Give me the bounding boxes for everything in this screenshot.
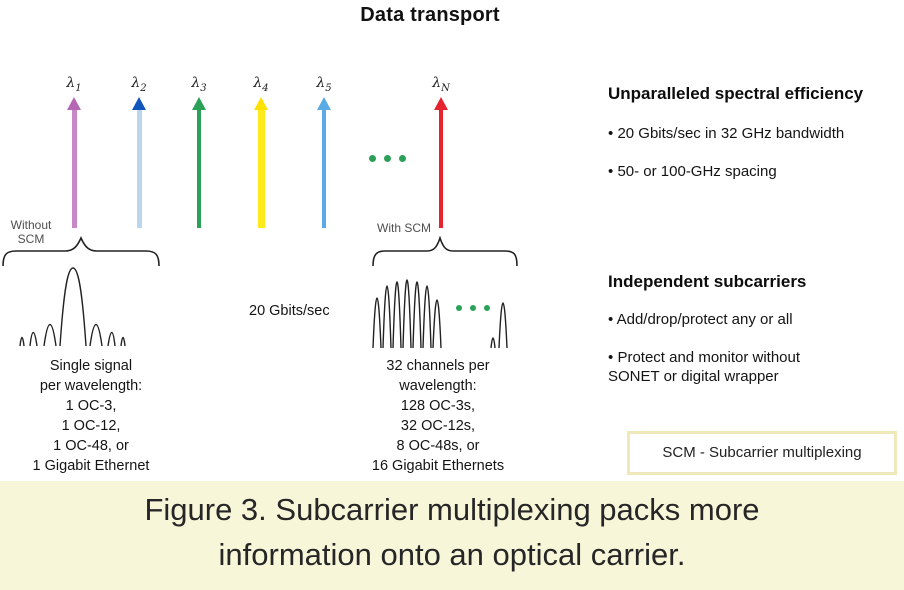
bullet-item: • 50- or 100-GHz spacing	[608, 163, 777, 180]
lambda-1-label: λ1	[66, 75, 82, 94]
wavelength-arrow-3: λ3	[186, 74, 212, 228]
scm-legend-text: SCM - Subcarrier multiplexing	[662, 444, 862, 461]
lambda-4-label: λ4	[253, 75, 269, 94]
lambda-n-label: λN	[432, 75, 450, 94]
up-arrow-icon	[311, 97, 337, 228]
without-scm-label: Without SCM	[10, 218, 52, 246]
spectral-efficiency-section: Unparalleled spectral efficiency • 20 Gb…	[608, 84, 904, 181]
scm-legend-box: SCM - Subcarrier multiplexing	[627, 431, 897, 475]
figure-title: Data transport	[360, 4, 500, 26]
bullet-item: • Protect and monitor without	[608, 349, 801, 366]
wavelength-arrow-2: λ2	[126, 74, 152, 228]
wavelength-arrow-4: λ4	[248, 74, 274, 228]
single-signal-description: Single signal per wavelength: 1 OC-3, 1 …	[32, 358, 150, 474]
left-brace-icon	[2, 236, 160, 267]
independent-subcarriers-section: Independent subcarriers • Add/drop/prote…	[608, 272, 904, 386]
subcarrier-ellipsis	[369, 155, 406, 162]
independent-subcarriers-heading: Independent subcarriers	[608, 272, 807, 291]
bullet-item: • 20 Gbits/sec in 32 GHz bandwidth	[608, 125, 845, 142]
bullet-item-continuation: SONET or digital wrapper	[608, 368, 779, 385]
channel-ellipsis	[456, 305, 490, 311]
lambda-2-label: λ2	[131, 75, 147, 94]
up-arrow-icon	[186, 97, 212, 228]
lambda-3-label: λ3	[191, 75, 207, 94]
caption-line-2: information onto an optical carrier.	[218, 537, 686, 572]
wavelength-arrow-1: λ1	[61, 74, 87, 228]
multi-channel-description: 32 channels per wavelength: 128 OC-3s, 3…	[371, 358, 505, 474]
up-arrow-icon	[126, 97, 152, 228]
subcarrier-spectrum	[372, 279, 442, 349]
up-arrow-icon	[248, 97, 274, 228]
lambda-5-label: λ5	[316, 75, 332, 94]
caption-line-1: Figure 3. Subcarrier multiplexing packs …	[144, 492, 760, 527]
subcarrier-spectrum-tail	[490, 302, 508, 349]
up-arrow-icon	[61, 97, 87, 228]
bullet-item: • Add/drop/protect any or all	[608, 311, 793, 328]
figure-caption: Figure 3. Subcarrier multiplexing packs …	[0, 481, 904, 590]
spectral-efficiency-heading: Unparalleled spectral efficiency	[608, 84, 864, 103]
with-scm-label: With SCM	[377, 221, 431, 235]
single-carrier-spectrum	[19, 267, 126, 347]
up-arrow-icon	[428, 97, 454, 228]
wavelength-arrow-n: λN	[428, 74, 454, 228]
right-brace-icon	[372, 235, 518, 267]
wavelength-arrow-5: λ5	[311, 74, 337, 228]
rate-label: 20 Gbits/sec	[249, 303, 330, 319]
